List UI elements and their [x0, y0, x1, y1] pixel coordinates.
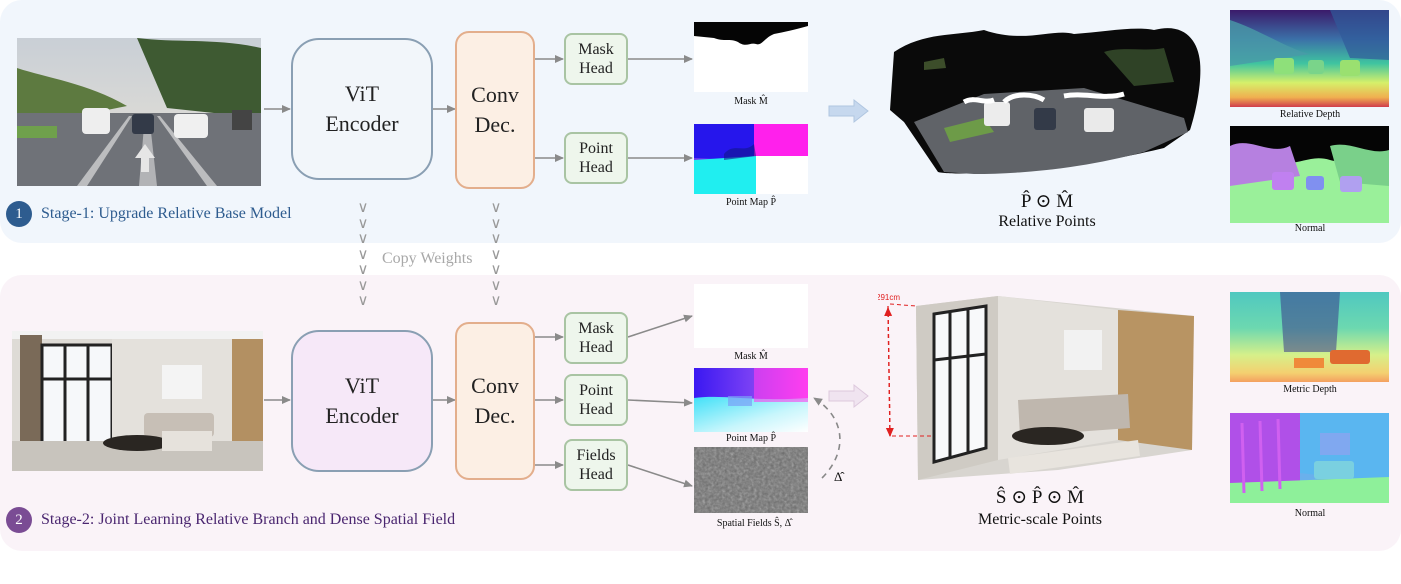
stage1-relative-depth-image — [1230, 10, 1389, 107]
stage2-spatial-fields-image — [694, 447, 808, 513]
copy-weights-label: Copy Weights — [382, 250, 473, 267]
stage2-metric-depth-image — [1230, 292, 1389, 382]
arrow-mask-head-to-mask-2 — [627, 314, 693, 338]
big-arrow-stage2 — [828, 383, 869, 409]
stage1-point-map-image — [694, 124, 808, 194]
stage1-point-head: Point Head — [564, 132, 628, 184]
stage1-point-map-caption: Point Map P̂ — [725, 197, 777, 208]
stage1-result-formula: P̂ ⊙ M̂ — [1020, 191, 1074, 212]
stage2-label: 2 Stage-2: Joint Learning Relative Branc… — [6, 507, 455, 533]
stage2-result-formula: Ŝ ⊙ P̂ ⊙ M̂ — [995, 487, 1085, 508]
stage2-point-map-caption: Point Map P̂ — [725, 433, 777, 444]
stage2-spatial-fields-caption: Spatial Fields Ŝ, Δ̂ — [716, 518, 792, 529]
stage1-normal-image — [1230, 126, 1389, 223]
copy-weights-chevrons-left: ∨ ∨ ∨ ∨ ∨ ∨ ∨ — [357, 198, 369, 309]
big-arrow-stage1 — [828, 98, 869, 124]
stage1-mask-caption: Mask M̂ — [734, 96, 768, 107]
stage1-normal-caption: Normal — [1294, 223, 1326, 234]
stage2-vit-encoder: ViT Encoder — [291, 330, 433, 472]
stage1-conv-decoder: Conv Dec. — [455, 31, 535, 189]
arrow-point-head-to-map-2 — [627, 398, 693, 407]
stage2-mask-head: Mask Head — [564, 312, 628, 364]
stage2-result-label: Metric-scale Points — [978, 511, 1102, 528]
stage2-fields-head: Fields Head — [564, 439, 628, 491]
stage1-relative-points-cloud — [884, 22, 1206, 178]
stage1-vit-encoder: ViT Encoder — [291, 38, 433, 180]
stage1-result-label: Relative Points — [998, 213, 1096, 230]
stage2-mask-caption: Mask M̂ — [734, 351, 768, 362]
arrow-fields-head-to-fields-2 — [627, 464, 693, 488]
stage2-metric-depth-caption: Metric Depth — [1283, 384, 1337, 395]
stage2-badge: 2 — [6, 507, 32, 533]
stage2-normal-image — [1230, 413, 1389, 503]
stage2-title: Stage-2: Joint Learning Relative Branch … — [41, 511, 456, 528]
stage1-input-road-image — [17, 38, 261, 186]
stage2-mask-image — [694, 284, 808, 348]
stage2-input-room-image — [12, 331, 263, 471]
stage1-badge: 1 — [6, 201, 32, 227]
stage1-relative-depth-caption: Relative Depth — [1279, 109, 1341, 120]
stage2-conv-decoder: Conv Dec. — [455, 322, 535, 480]
stage2-point-map-image — [694, 368, 808, 432]
stage2-metric-points-room: 291cm — [876, 290, 1196, 482]
stage1-mask-head: Mask Head — [564, 33, 628, 85]
stage2-point-head: Point Head — [564, 374, 628, 426]
stage1-label: 1 Stage-1: Upgrade Relative Base Model — [6, 201, 292, 227]
measure-label: 291cm — [878, 293, 900, 302]
stage1-title: Stage-1: Upgrade Relative Base Model — [41, 205, 292, 222]
stage2-delta-label: Δ̂ — [834, 469, 843, 484]
delta-feedback-arrow — [813, 397, 841, 479]
stage2-normal-caption: Normal — [1294, 508, 1326, 519]
stage1-mask-image — [694, 22, 808, 92]
copy-weights-chevrons-right: ∨ ∨ ∨ ∨ ∨ ∨ ∨ — [490, 198, 502, 309]
